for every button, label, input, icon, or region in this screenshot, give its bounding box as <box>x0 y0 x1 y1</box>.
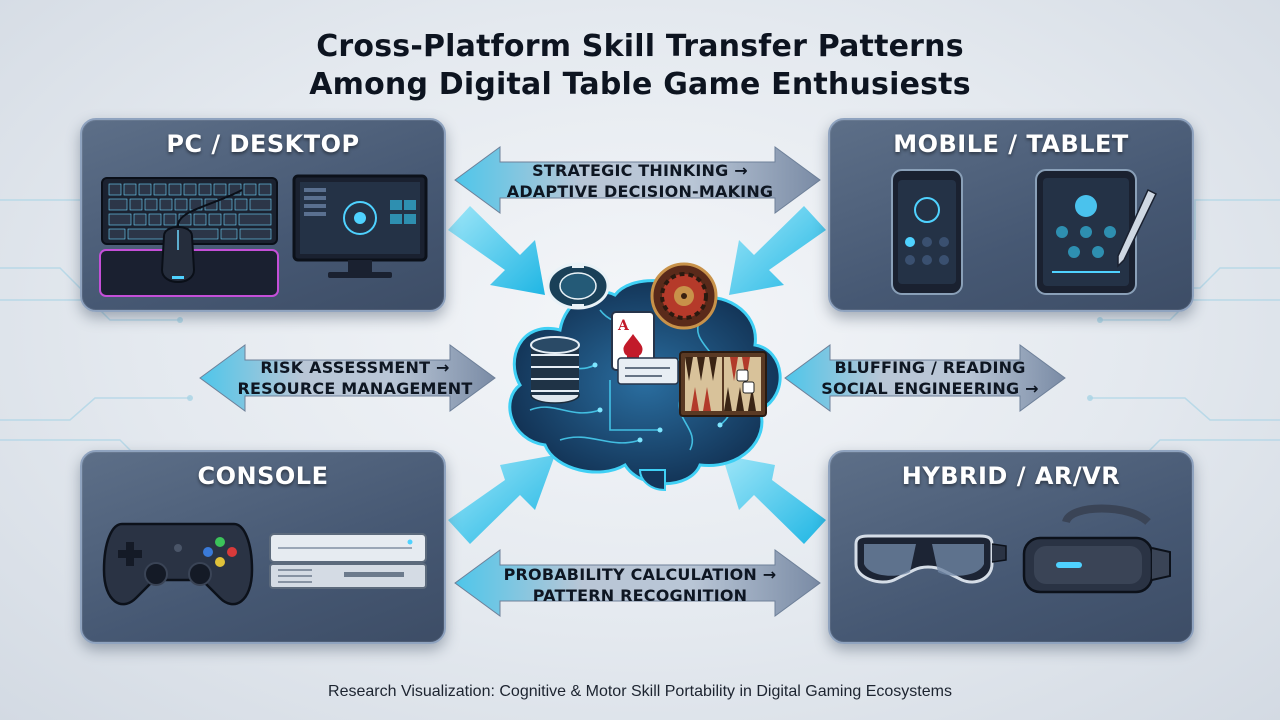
ar-glasses-icon <box>854 534 1007 584</box>
stylus-icon <box>1117 188 1157 268</box>
platform-panel-console: CONSOLE <box>80 450 446 644</box>
tablet-icon <box>1035 169 1137 295</box>
platform-panel-pc: PC / DESKTOP <box>80 118 446 312</box>
arrow-mobile-to-brain <box>729 206 826 295</box>
svg-text:A: A <box>617 318 630 334</box>
title-line-1: Cross-Platform Skill Transfer Patterns <box>316 29 964 64</box>
transfer-left-line-2: RESOURCE MANAGEMENT <box>237 379 473 398</box>
mobile-illustration <box>891 169 1157 295</box>
poker-chip-top-icon <box>546 262 610 310</box>
vr-headset-icon <box>1022 504 1171 594</box>
hybrid-illustration <box>854 504 1171 594</box>
platform-panel-hybrid: HYBRID / AR/VR <box>828 450 1194 644</box>
roulette-wheel-icon <box>650 262 718 330</box>
transfer-top-line-1: STRATEGIC THINKING → <box>532 161 748 180</box>
transfer-label-bottom: PROBABILITY CALCULATION → PATTERN RECOGN… <box>450 564 830 606</box>
transfer-top-line-2: ADAPTIVE DECISION-MAKING <box>506 182 774 201</box>
transfer-arrows <box>199 146 1066 617</box>
strategy-book-icon <box>617 357 679 385</box>
smartphone-icon <box>891 169 963 295</box>
arrow-pc-to-brain <box>448 206 545 295</box>
title-line-2: Among Digital Table Game Enthusiests <box>309 67 971 102</box>
inflow-arrows <box>448 206 826 544</box>
transfer-label-left: RISK ASSESSMENT → RESOURCE MANAGEMENT <box>205 357 505 399</box>
page-title: Cross-Platform Skill Transfer Patterns A… <box>0 28 1280 104</box>
poker-chip-stack-icon <box>530 336 580 404</box>
transfer-left-line-1: RISK ASSESSMENT → <box>260 358 450 377</box>
console-illustration <box>102 522 427 606</box>
arrow-left <box>199 344 496 412</box>
mouse-icon <box>160 189 243 283</box>
arrow-right <box>784 344 1066 412</box>
transfer-right-line-2: SOCIAL ENGINEERING → <box>821 379 1039 398</box>
platform-label-pc: PC / DESKTOP <box>166 130 360 158</box>
platform-label-mobile: MOBILE / TABLET <box>893 130 1129 158</box>
transfer-bottom-line-2: PATTERN RECOGNITION <box>532 586 748 605</box>
arrow-hybrid-to-brain <box>722 455 826 544</box>
transfer-bottom-line-1: PROBABILITY CALCULATION → <box>503 565 777 584</box>
platform-label-console: CONSOLE <box>197 462 329 490</box>
console-box-icon <box>269 533 427 589</box>
monitor-icon <box>292 174 428 278</box>
platform-label-hybrid: HYBRID / AR/VR <box>901 462 1121 490</box>
arrow-top <box>454 146 821 214</box>
arrow-bottom <box>454 549 821 617</box>
transfer-right-line-1: BLUFFING / READING <box>834 358 1026 377</box>
playing-card-icon: A <box>611 311 655 371</box>
backgammon-board-icon <box>679 351 767 417</box>
platform-panel-mobile: MOBILE / TABLET <box>828 118 1194 312</box>
transfer-label-right: BLUFFING / READING SOCIAL ENGINEERING → <box>790 357 1070 399</box>
arrow-console-to-brain <box>448 455 555 544</box>
gamepad-icon <box>102 522 254 606</box>
pc-illustration <box>99 174 428 297</box>
footer-caption: Research Visualization: Cognitive & Moto… <box>328 683 952 700</box>
transfer-label-top: STRATEGIC THINKING → ADAPTIVE DECISION-M… <box>450 160 830 202</box>
